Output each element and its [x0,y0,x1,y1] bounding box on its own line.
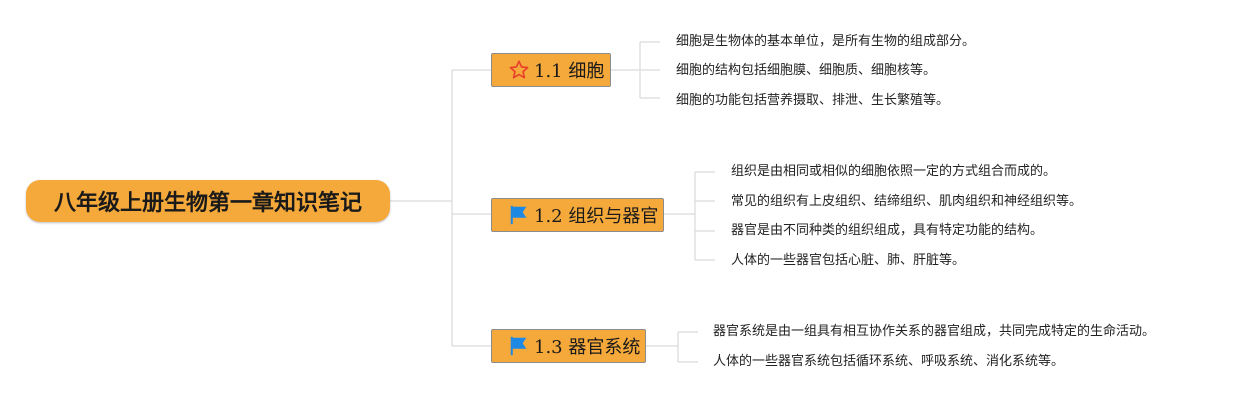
root-title: 八年级上册生物第一章知识笔记 [53,191,362,216]
branch-node-tissue-organ[interactable]: 1.2 组织与器官 [491,198,664,232]
note-text: 常见的组织有上皮组织、结缔组织、肌肉组织和神经组织等。 [731,194,1083,209]
flag-icon [508,335,530,357]
flag-icon [508,204,530,226]
note-text: 细胞的结构包括细胞膜、细胞质、细胞核等。 [676,63,937,78]
branch-label: 1.1 细胞 [534,61,605,82]
root-node[interactable]: 八年级上册生物第一章知识笔记 [26,180,390,222]
branch-node-cell[interactable]: 1.1 细胞 [491,53,611,87]
branch-label: 1.2 组织与器官 [534,206,659,227]
note-text: 器官系统是由一组具有相互协作关系的器官组成，共同完成特定的生命活动。 [713,324,1156,339]
note-text: 人体的一些器官系统包括循环系统、呼吸系统、消化系统等。 [713,354,1065,369]
star-icon [508,59,530,81]
branch-label: 1.3 器官系统 [534,337,641,358]
note-text: 细胞的功能包括营养摄取、排泄、生长繁殖等。 [676,93,950,108]
note-text: 器官是由不同种类的组织组成，具有特定功能的结构。 [731,223,1044,238]
note-text: 组织是由相同或相似的细胞依照一定的方式组合而成的。 [731,164,1057,179]
note-text: 人体的一些器官包括心脏、肺、肝脏等。 [731,253,966,268]
branch-node-organ-system[interactable]: 1.3 器官系统 [491,329,646,363]
note-text: 细胞是生物体的基本单位，是所有生物的组成部分。 [676,34,976,49]
